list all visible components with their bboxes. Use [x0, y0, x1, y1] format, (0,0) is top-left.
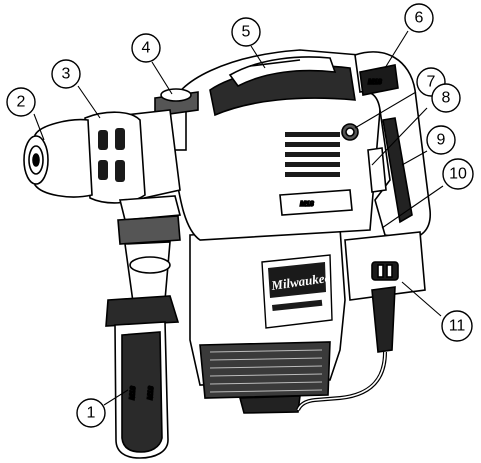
- callout-6-label: 6: [415, 10, 424, 27]
- callout-10: 10: [442, 158, 474, 190]
- callout-1-label: 1: [87, 405, 96, 422]
- callout-8: 8: [431, 83, 461, 113]
- callout-9-label: 9: [437, 132, 446, 149]
- callout-8-label: 8: [442, 90, 451, 107]
- leader-9: [401, 150, 428, 166]
- callout-11-label: 11: [449, 318, 466, 335]
- grip-mark-right: M18: [147, 386, 155, 400]
- grip-mark-left: M18: [129, 386, 137, 400]
- callout-3: 3: [51, 59, 81, 89]
- leader-4: [151, 61, 173, 95]
- handle-badge: M18: [368, 79, 382, 86]
- callout-7-label: 7: [427, 74, 436, 91]
- callout-6: 6: [404, 3, 434, 33]
- callout-5-label: 5: [242, 24, 251, 41]
- leader-7: [354, 91, 417, 129]
- callout-3-label: 3: [62, 66, 71, 83]
- leader-8: [371, 107, 428, 166]
- callout-4: 4: [131, 33, 161, 63]
- chuck-assembly: [23, 109, 181, 204]
- leader-5: [250, 45, 266, 69]
- callout-9: 9: [426, 125, 456, 155]
- cord-assembly: [296, 231, 426, 411]
- callout-10-label: 10: [449, 166, 467, 183]
- leader-6: [384, 30, 409, 69]
- brand-plate: Milwaukee: [261, 254, 333, 329]
- side-handle: M18 M18: [105, 195, 182, 459]
- callout-2-label: 2: [17, 94, 26, 111]
- leader-1: [103, 389, 129, 406]
- leader-3: [77, 85, 101, 119]
- side-badge: M18: [300, 201, 314, 208]
- callout-1: 1: [76, 398, 106, 428]
- callouts: 1 2 3 4 5 6 7 8: [6, 3, 474, 428]
- callout-5: 5: [231, 17, 261, 47]
- callout-4-label: 4: [142, 40, 151, 57]
- callout-11: 11: [441, 310, 473, 342]
- callout-2: 2: [6, 87, 36, 117]
- leader-10: [381, 185, 444, 229]
- leader-2: [33, 113, 45, 141]
- leader-lines: [33, 30, 444, 406]
- gear-housing: M18: [169, 49, 383, 241]
- leader-11: [401, 281, 442, 317]
